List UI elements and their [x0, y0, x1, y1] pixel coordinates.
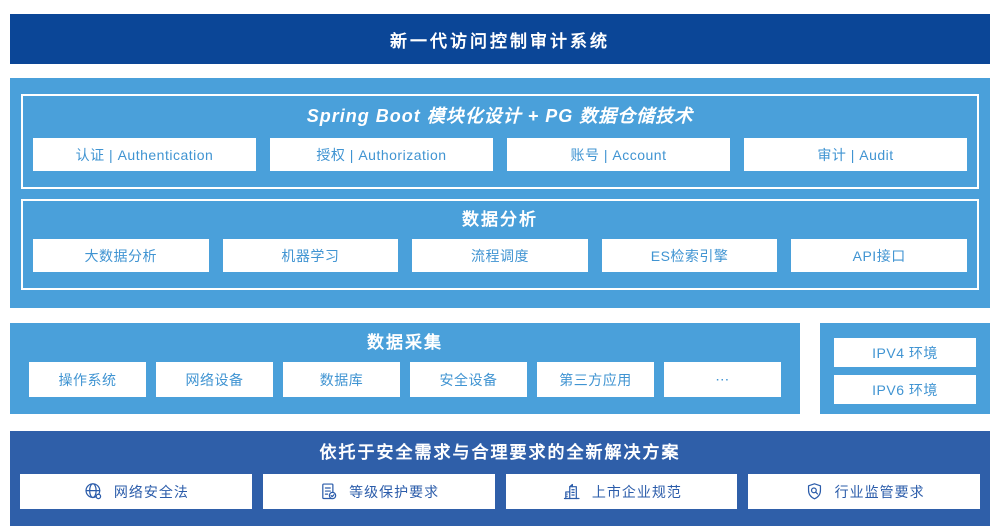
collection-environment-row: 数据采集 操作系统 网络设备 数据库 安全设备 第三方应用 ⋯ IPV4 环境 …: [10, 323, 990, 414]
spring-boot-frame: Spring Boot 模块化设计 + PG 数据仓储技术 认证 | Authe…: [21, 94, 979, 189]
data-analysis-title: 数据分析: [462, 210, 538, 229]
source-third-party-app: 第三方应用: [537, 362, 654, 397]
module-authentication: 认证 | Authentication: [33, 138, 256, 171]
solution-item-row: 网络安全法 等级保护要求: [20, 474, 980, 509]
environment-section: IPV4 环境 IPV6 环境: [820, 323, 990, 414]
solution-cybersecurity-law: 网络安全法: [20, 474, 252, 509]
module-account: 账号 | Account: [507, 138, 730, 171]
solution-title: 依托于安全需求与合理要求的全新解决方案: [319, 443, 681, 462]
solution-classified-protection: 等级保护要求: [262, 474, 495, 509]
source-security-device: 安全设备: [410, 362, 527, 397]
data-collection-section: 数据采集 操作系统 网络设备 数据库 安全设备 第三方应用 ⋯: [10, 323, 800, 414]
data-analysis-frame: 数据分析 大数据分析 机器学习 流程调度 ES检索引擎 API接口: [21, 199, 979, 290]
analysis-module-row: 大数据分析 机器学习 流程调度 ES检索引擎 API接口: [33, 239, 967, 272]
solution-listed-company: 上市企业规范: [505, 474, 738, 509]
source-network-device: 网络设备: [156, 362, 273, 397]
source-operating-system: 操作系统: [29, 362, 146, 397]
document-check-icon: [318, 481, 339, 502]
architecture-section: Spring Boot 模块化设计 + PG 数据仓储技术 认证 | Authe…: [10, 78, 990, 308]
solution-industry-regulation: 行业监管要求: [748, 474, 980, 509]
module-audit: 审计 | Audit: [744, 138, 967, 171]
spring-boot-title: Spring Boot 模块化设计 + PG 数据仓储技术: [306, 106, 694, 126]
data-collection-title: 数据采集: [367, 333, 443, 352]
system-title-banner: 新一代访问控制审计系统: [10, 14, 990, 64]
module-machine-learning: 机器学习: [222, 239, 399, 272]
solution-item-label: 网络安全法: [113, 483, 189, 500]
source-more-ellipsis: ⋯: [664, 362, 781, 397]
collection-source-row: 操作系统 网络设备 数据库 安全设备 第三方应用 ⋯: [29, 362, 781, 397]
auth-module-row: 认证 | Authentication 授权 | Authorization 账…: [33, 138, 967, 171]
solution-item-label: 行业监管要求: [834, 483, 925, 500]
module-big-data-analysis: 大数据分析: [33, 239, 209, 272]
env-ipv6: IPV6 环境: [834, 375, 976, 404]
solution-section: 依托于安全需求与合理要求的全新解决方案 网络安全法: [10, 431, 990, 526]
solution-item-label: 等级保护要求: [349, 483, 440, 500]
env-ipv4: IPV4 环境: [834, 338, 976, 367]
solution-item-label: 上市企业规范: [591, 483, 682, 500]
module-es-search-engine: ES检索引擎: [601, 239, 778, 272]
source-database: 数据库: [283, 362, 400, 397]
module-workflow-scheduling: 流程调度: [412, 239, 588, 272]
module-authorization: 授权 | Authorization: [270, 138, 493, 171]
globe-network-icon: [83, 481, 104, 502]
shield-search-icon: [804, 481, 825, 502]
module-api-interface: API接口: [791, 239, 967, 272]
building-icon: [561, 481, 582, 502]
system-title: 新一代访问控制审计系统: [390, 31, 610, 51]
